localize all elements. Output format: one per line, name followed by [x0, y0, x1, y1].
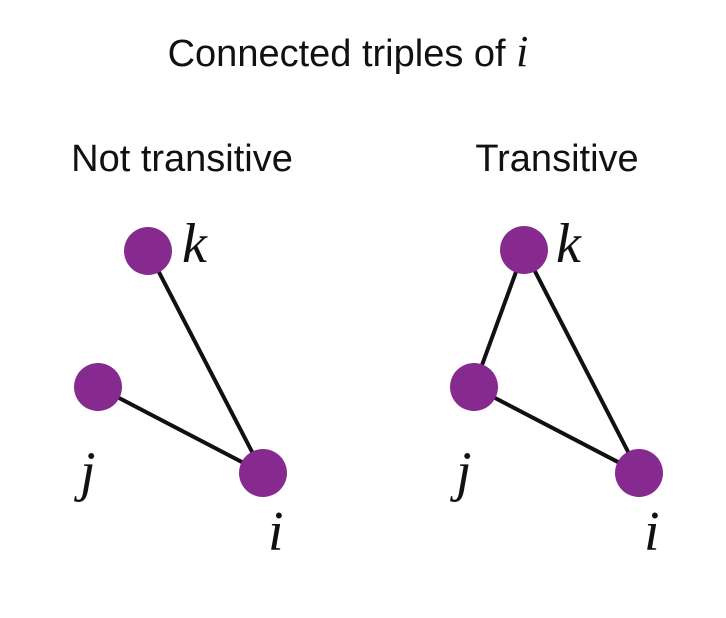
nodes-group: [450, 226, 663, 497]
panel-transitive: Transitive k j i: [450, 138, 663, 563]
node-label-k: k: [182, 213, 208, 275]
node-i: [615, 449, 663, 497]
node-j: [74, 363, 122, 411]
diagram-title-variable: i: [516, 27, 528, 76]
node-label-k: k: [556, 213, 582, 275]
node-label-j: j: [74, 441, 96, 503]
labels-group: k j i: [74, 213, 284, 563]
labels-group: k j i: [450, 213, 660, 563]
diagram-title: Connected triples of i: [168, 27, 529, 76]
panel-not-transitive: Not transitive k j i: [71, 138, 293, 563]
node-label-i: i: [268, 501, 284, 563]
diagram-title-text: Connected triples of: [168, 33, 517, 75]
nodes-group: [74, 227, 287, 497]
node-k: [500, 226, 548, 274]
edge-j-i: [96, 385, 265, 475]
edges-group: [96, 249, 265, 475]
node-label-i: i: [644, 501, 660, 563]
edges-group: [472, 248, 641, 475]
edge-k-i: [146, 249, 265, 475]
edge-k-i: [522, 248, 641, 475]
edge-j-i: [472, 385, 641, 475]
panel-heading: Transitive: [475, 138, 638, 180]
node-label-j: j: [450, 441, 472, 503]
edge-k-j: [472, 248, 526, 389]
node-k: [124, 227, 172, 275]
panel-heading: Not transitive: [71, 138, 293, 180]
node-i: [239, 449, 287, 497]
node-j: [450, 363, 498, 411]
